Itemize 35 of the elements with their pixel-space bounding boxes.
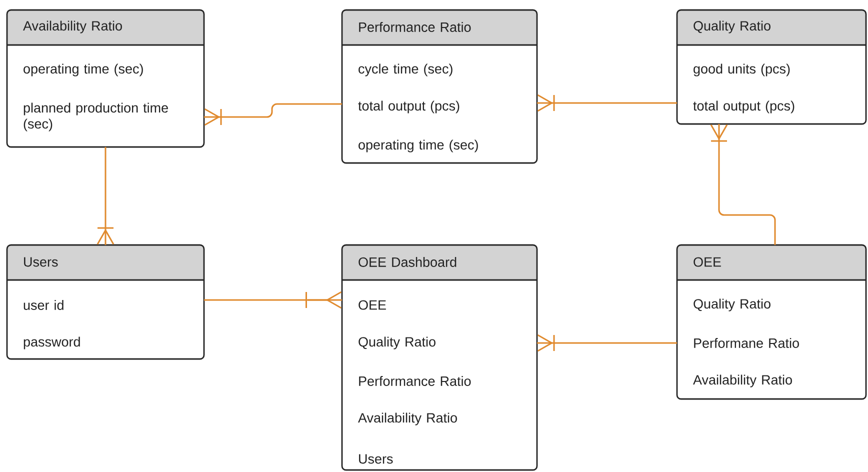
field-text: password	[24, 336, 80, 350]
field-text: Availability Ratio	[358, 412, 457, 426]
field-text: Performane Ratio	[694, 338, 799, 348]
header-text: Users	[24, 257, 58, 267]
header-text: OEE Dashboard	[358, 257, 456, 267]
field-text: Availability Ratio	[693, 374, 792, 388]
field-text: OEE	[358, 300, 386, 310]
entity-table	[341, 244, 538, 471]
field-text: good units (pcs)	[694, 64, 790, 76]
field-text: Users	[359, 454, 393, 464]
field-text: total output (pcs)	[693, 100, 794, 114]
field-text: Quality Ratio	[358, 336, 436, 350]
header-text: Availability Ratio	[23, 20, 122, 34]
field-text: cycle time (sec)	[358, 64, 452, 76]
field-text: user id	[24, 300, 64, 310]
field-text: operating time (sec)	[24, 64, 143, 76]
entity-table	[6, 244, 205, 360]
relationship-line	[710, 123, 776, 246]
relationship-line	[203, 103, 343, 126]
header-text: Performance Ratio	[359, 22, 471, 32]
field-text: Quality Ratio	[694, 298, 770, 312]
entity-table	[676, 9, 867, 125]
relationship-line	[203, 291, 343, 309]
field-text: operating time (sec)	[358, 140, 478, 152]
entity-table	[676, 244, 867, 400]
relationship-line	[536, 94, 678, 112]
relationship-line	[536, 334, 678, 352]
entity-table	[341, 9, 538, 164]
field-text: planned production time (sec)	[24, 102, 168, 132]
header-text: OEE	[694, 257, 721, 267]
header-text: Quality Ratio	[694, 20, 770, 34]
entity-table	[6, 9, 205, 148]
field-text: total output (pcs)	[358, 100, 460, 114]
field-text: Performance Ratio	[359, 376, 471, 386]
relationship-line	[96, 146, 114, 246]
